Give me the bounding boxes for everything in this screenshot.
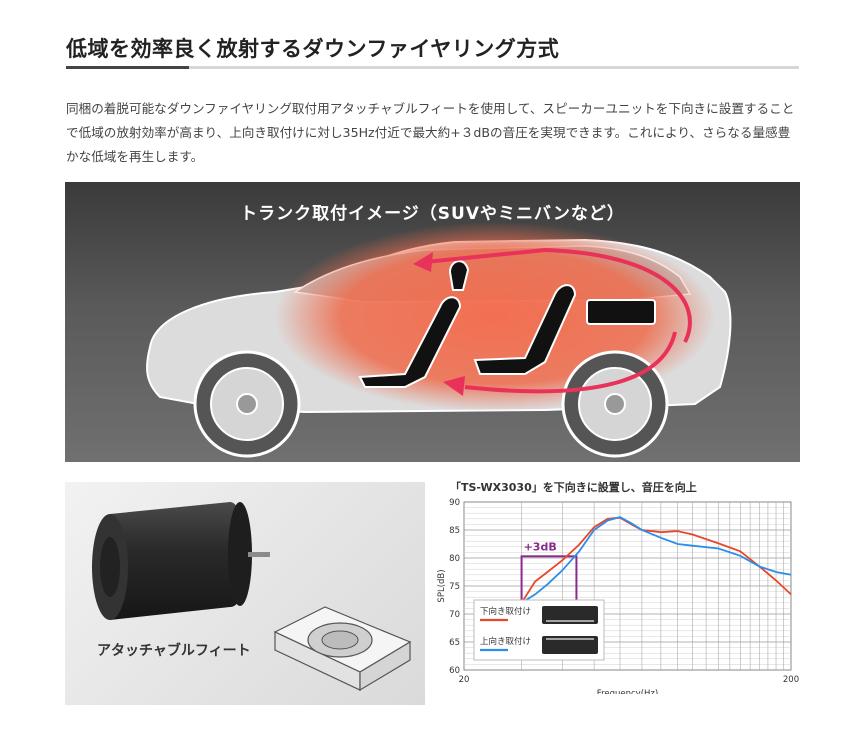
- y-axis-label: SPL(dB): [437, 569, 447, 602]
- attachable-foot-illustration: [92, 502, 412, 692]
- x-tick-label: 200: [783, 675, 799, 685]
- title-underline-accent: [66, 66, 189, 69]
- section-description: 同梱の着脱可能なダウンファイヤリング取付用アタッチャブルフィートを使用して、スピ…: [66, 101, 795, 164]
- y-tick-label: 65: [449, 638, 460, 648]
- chart-title: 「TS-WX3030」を下向きに設置し、音圧を向上: [450, 481, 697, 494]
- foot-cylinder: [92, 502, 270, 620]
- rear-seat: [473, 284, 577, 375]
- legend-label: 上向き取付け: [480, 636, 531, 647]
- y-tick-label: 90: [449, 498, 460, 508]
- y-tick-label: 80: [449, 554, 460, 564]
- trunk-install-image: トランク取付イメージ（SUVやミニバンなど）: [65, 182, 800, 462]
- y-tick-label: 85: [449, 526, 460, 536]
- product-label: アタッチャブルフィート: [97, 643, 251, 659]
- x-tick-label: 20: [459, 675, 470, 685]
- front-wheel: [193, 350, 301, 458]
- front-seat: [358, 296, 462, 388]
- subwoofer-box: [586, 299, 656, 325]
- car-illustration: [146, 222, 732, 458]
- y-tick-label: 75: [449, 582, 460, 592]
- legend-speaker-icon: [542, 636, 598, 654]
- banner-title: トランク取付イメージ（SUVやミニバンなど）: [240, 204, 625, 224]
- title-underline: [66, 66, 799, 69]
- headrest-front: [448, 260, 470, 291]
- speaker-enclosure: [273, 606, 412, 692]
- annotation-label: +3dB: [524, 540, 557, 553]
- legend-speaker-icon: [542, 606, 598, 624]
- series-line-up: [521, 516, 792, 604]
- sound-arrow-upper-head: [413, 252, 433, 272]
- sound-arrow-lower: [464, 331, 677, 394]
- legend-label: 下向き取付け: [480, 606, 531, 617]
- sound-arrow-upper: [424, 247, 692, 343]
- x-axis-label: Frequency(Hz): [597, 689, 658, 694]
- y-tick-label: 60: [449, 666, 460, 676]
- sound-arrow-lower-head: [443, 376, 465, 396]
- y-tick-label: 70: [449, 610, 460, 620]
- section-title: 低域を効率良く放射するダウンファイヤリング方式: [66, 37, 560, 61]
- product-image: アタッチャブルフィート: [65, 482, 425, 705]
